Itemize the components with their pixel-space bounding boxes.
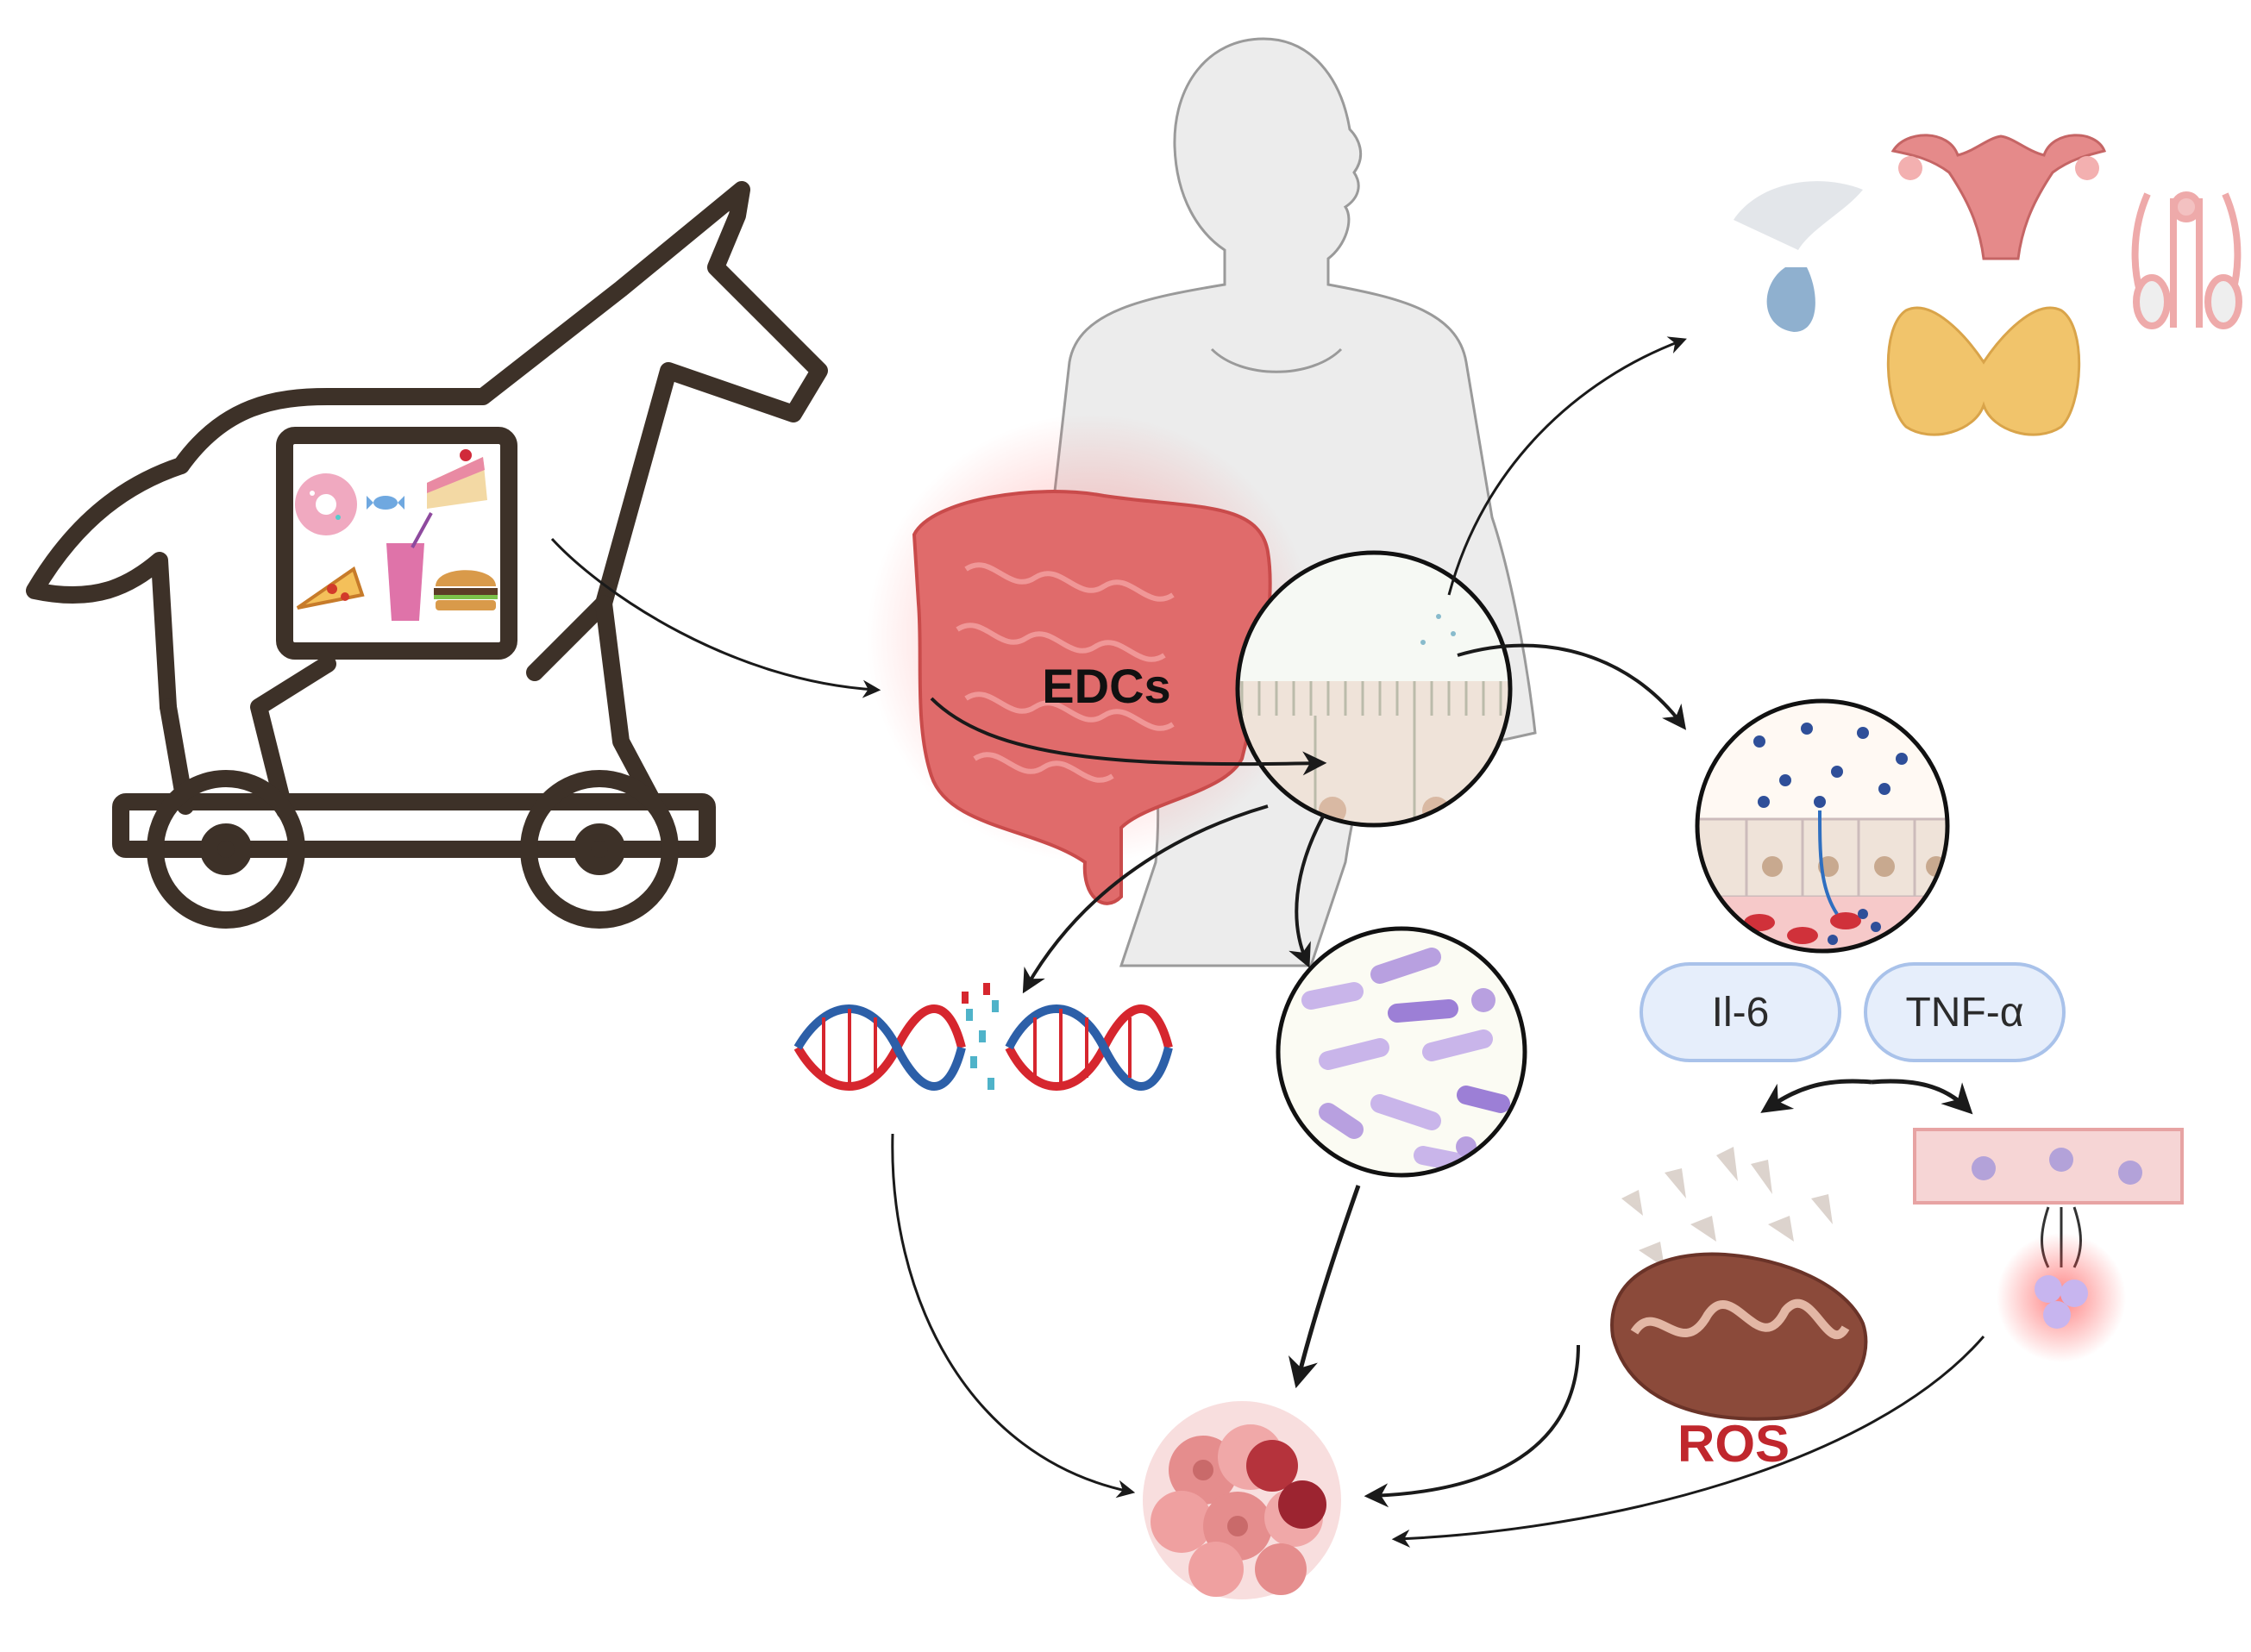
tnf-pill: TNF-α [1864, 962, 2066, 1062]
arrow-to-inflamed-barrier [1457, 643, 1687, 730]
arrow-microbiota-to-tumor [1288, 1185, 1361, 1389]
edcs-label: EDCs [1042, 659, 1170, 713]
junk-food-group [295, 449, 498, 621]
arrow-horse-to-intestine [550, 537, 881, 698]
cake-icon [427, 449, 487, 509]
drink-icon [386, 512, 433, 621]
ros-label: ROS [1677, 1415, 1790, 1473]
arrow-to-dna-damage [1022, 804, 1269, 994]
pituitary-icon [1734, 181, 1863, 332]
tumor-cells-icon [1143, 1401, 1341, 1599]
pizza-icon [296, 566, 365, 610]
arrow-il6-to-ros-left [1760, 1079, 1872, 1113]
intestine-icon: EDCs [867, 414, 1315, 905]
gut-microbiota-icon [1276, 926, 1527, 1178]
arrow-to-endocrine-organs [1447, 336, 1687, 596]
burger-icon [434, 570, 498, 610]
arrow-immune-to-tumor [1391, 1336, 1985, 1548]
arrow-intestine-to-epithelium [930, 697, 1327, 776]
immune-cells-icon [1997, 1233, 2126, 1362]
il6-label: Il-6 [1712, 990, 1770, 1036]
dna-damage-icon [793, 983, 1173, 1091]
donut-icon [295, 473, 357, 535]
arrow-to-microbiota [1289, 814, 1326, 968]
arrow-dna-to-tumor [891, 1133, 1136, 1499]
arrow-il6-to-vessel-right [1871, 1079, 1973, 1115]
arrow-ros-to-tumor [1364, 1344, 1580, 1508]
mitochondria-icon: ROS [1610, 1147, 1868, 1473]
candy-icon [367, 496, 404, 510]
tnf-label: TNF-α [1905, 990, 2023, 1036]
uterus-icon [1890, 134, 2107, 260]
trojan-horse-icon [26, 181, 828, 929]
thyroid-icon [1886, 306, 2081, 436]
il6-pill: Il-6 [1640, 962, 1841, 1062]
arrows [550, 336, 1985, 1548]
male-reproductive-icon [2131, 191, 2242, 329]
inflamed-epithelium-magnifier [1695, 698, 1950, 954]
